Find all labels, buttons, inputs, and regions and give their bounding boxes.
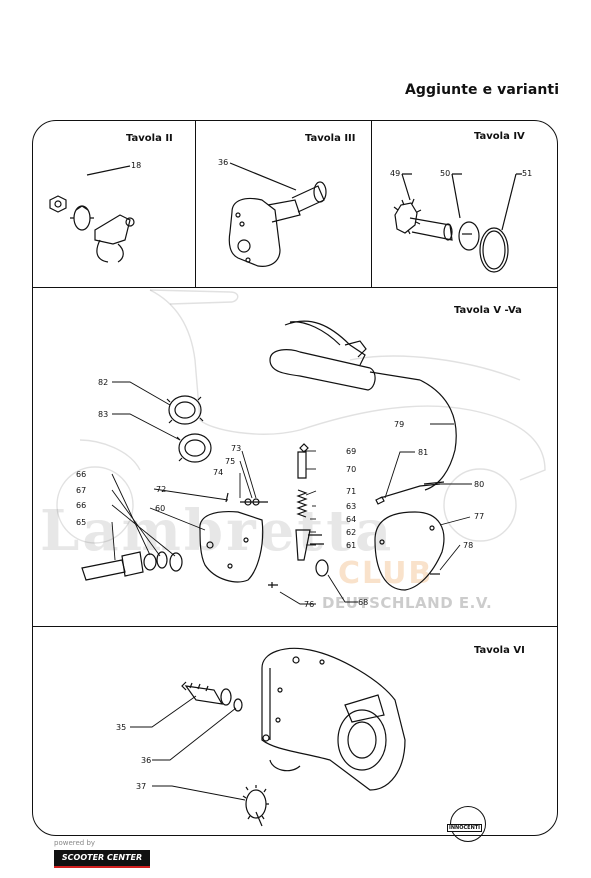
- part-80-81-cable-drawing: [375, 481, 445, 505]
- label-75: 75: [225, 457, 236, 466]
- label-51: 51: [522, 169, 533, 178]
- label-36-vi: 36: [141, 756, 152, 765]
- scooter-watermark-icon: [56, 289, 546, 544]
- part-36-drawing: [228, 162, 327, 267]
- plates-frame: [32, 120, 558, 836]
- divider-col-1: [195, 120, 196, 288]
- label-35: 35: [116, 723, 127, 732]
- watermark-main: Lambretta: [40, 498, 395, 564]
- tavola-vi-housing-drawing: [261, 647, 406, 791]
- part-49-50-51-drawing: [393, 173, 522, 273]
- powered-by-text: powered by: [54, 839, 96, 847]
- parts-76-78-screws-drawing: [268, 573, 440, 588]
- label-67: 67: [76, 486, 87, 495]
- label-66-bottom: 66: [76, 501, 87, 510]
- label-62: 62: [346, 528, 357, 537]
- part-79-lever-drawing: [269, 320, 457, 491]
- label-63: 63: [346, 502, 357, 511]
- divider-col-2: [371, 120, 372, 288]
- label-66-top: 66: [76, 470, 87, 479]
- divider-row-1: [32, 287, 558, 288]
- part-18-drawing: [49, 165, 135, 263]
- parts-35-36-37-drawing: [181, 681, 269, 827]
- label-36: 36: [218, 158, 229, 167]
- label-82: 82: [98, 378, 109, 387]
- divider-row-2: [32, 626, 558, 627]
- page-title: Aggiunte e varianti: [405, 82, 560, 98]
- watermark-club: CLUB: [338, 556, 434, 591]
- label-78: 78: [463, 541, 474, 550]
- label-60: 60: [155, 504, 166, 513]
- tavola-iii-title: Tavola III: [305, 133, 356, 144]
- label-81: 81: [418, 448, 429, 457]
- label-65: 65: [76, 518, 87, 527]
- tavola-v-leader-lines: [111, 381, 472, 605]
- label-74: 74: [213, 468, 224, 477]
- part-65-66-67-drawing: [81, 551, 183, 581]
- parts-82-83-drawing: [166, 395, 212, 463]
- watermark-sub: DEUTSCHLAND E.V.: [322, 594, 493, 612]
- tavola-vi-title: Tavola VI: [474, 645, 525, 656]
- label-61: 61: [346, 541, 357, 550]
- label-18: 18: [131, 161, 142, 170]
- label-83: 83: [98, 410, 109, 419]
- scooter-center-logo[interactable]: SCOOTER CENTER: [54, 850, 150, 868]
- parts-61-71-drawing: [225, 443, 329, 577]
- label-37: 37: [136, 782, 147, 791]
- label-49: 49: [390, 169, 401, 178]
- label-71: 71: [346, 487, 357, 496]
- part-60-77-covers-drawing: [199, 510, 445, 591]
- label-72: 72: [156, 485, 167, 494]
- tavola-ii-title: Tavola II: [126, 133, 173, 144]
- label-79: 79: [394, 420, 405, 429]
- innocenti-logo-text: INNOCENTI: [447, 824, 483, 832]
- label-64: 64: [346, 515, 357, 524]
- label-80: 80: [474, 480, 485, 489]
- label-50: 50: [440, 169, 451, 178]
- label-68: 68: [358, 598, 369, 607]
- tavola-v-title: Tavola V -Va: [454, 305, 522, 316]
- tavola-iv-title: Tavola IV: [474, 131, 525, 142]
- label-69: 69: [346, 447, 357, 456]
- label-76: 76: [304, 600, 315, 609]
- label-77: 77: [474, 512, 485, 521]
- label-70: 70: [346, 465, 357, 474]
- tavola-vi-leader-lines: [130, 695, 246, 801]
- label-73: 73: [231, 444, 242, 453]
